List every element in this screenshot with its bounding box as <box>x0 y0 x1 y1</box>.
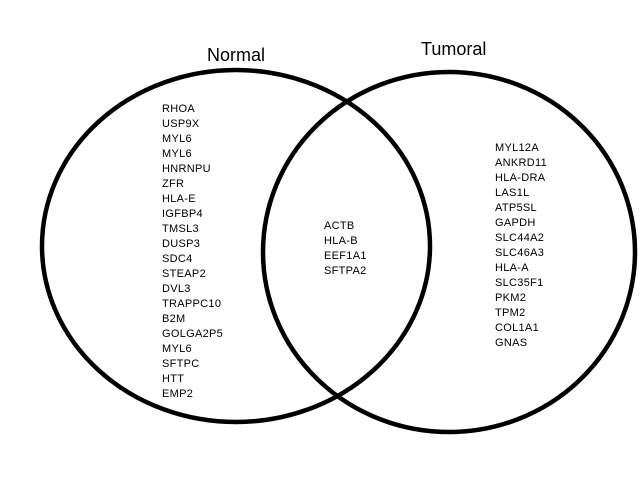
gene-label: TRAPPC10 <box>162 298 222 310</box>
gene-label: ANKRD11 <box>495 157 548 169</box>
gene-label: SDC4 <box>162 253 193 265</box>
gene-label: ACTB <box>324 220 355 232</box>
normal-set-title: Normal <box>207 45 266 65</box>
gene-label: GAPDH <box>495 217 536 229</box>
gene-label: MYL6 <box>162 343 192 355</box>
gene-label: LAS1L <box>495 187 530 199</box>
gene-label: MYL6 <box>162 148 192 160</box>
gene-label: COL1A1 <box>495 322 539 334</box>
gene-label: SLC44A2 <box>495 232 545 244</box>
tumoral-set-title: Tumoral <box>421 39 487 59</box>
gene-label: HLA-A <box>495 262 529 274</box>
gene-label: USP9X <box>162 118 200 130</box>
gene-label: DUSP3 <box>162 238 201 250</box>
gene-label: TPM2 <box>495 307 526 319</box>
gene-label: ZFR <box>162 178 185 190</box>
gene-label: HLA-E <box>162 193 196 205</box>
gene-label: RHOA <box>162 103 195 115</box>
gene-label: SFTPC <box>162 358 200 370</box>
gene-label: TMSL3 <box>162 223 199 235</box>
gene-label: IGFBP4 <box>162 208 203 220</box>
gene-label: EMP2 <box>162 388 194 400</box>
gene-label: HTT <box>162 373 185 385</box>
gene-label: EEF1A1 <box>324 250 367 262</box>
tumoral-set-circle <box>260 69 638 435</box>
gene-label: SFTPA2 <box>324 265 367 277</box>
gene-label: PKM2 <box>495 292 527 304</box>
gene-label: SLC46A3 <box>495 247 545 259</box>
gene-label: B2M <box>162 313 186 325</box>
gene-label: HNRNPU <box>162 163 211 175</box>
gene-label: MYL6 <box>162 133 192 145</box>
gene-label: MYL12A <box>495 142 539 154</box>
gene-label: GNAS <box>495 337 528 349</box>
gene-label: HLA-B <box>324 235 358 247</box>
gene-label: HLA-DRA <box>495 172 546 184</box>
normal-set-circle <box>39 67 433 425</box>
gene-label: STEAP2 <box>162 268 206 280</box>
gene-label: ATP5SL <box>495 202 537 214</box>
gene-label: GOLGA2P5 <box>162 328 224 340</box>
gene-label: SLC35F1 <box>495 277 544 289</box>
gene-label: DVL3 <box>162 283 191 295</box>
